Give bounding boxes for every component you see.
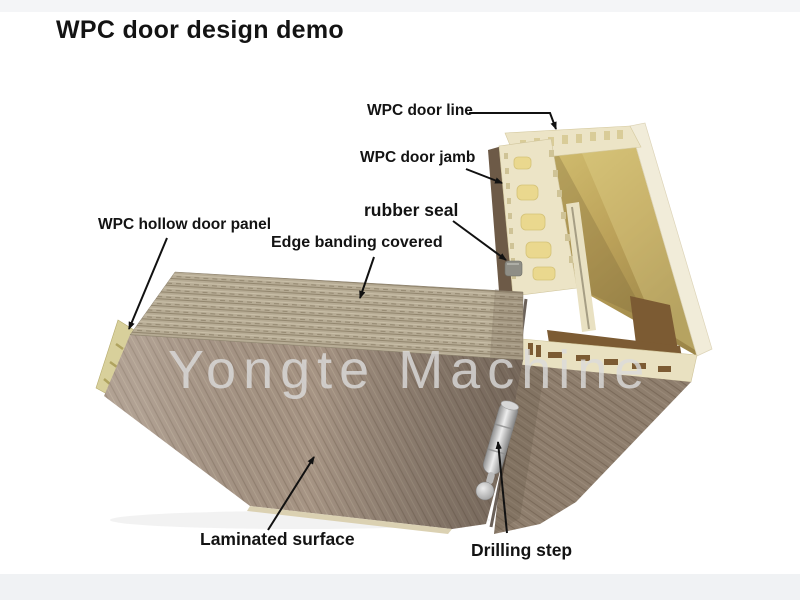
- label-wpc-hollow-door-panel: WPC hollow door panel: [98, 216, 272, 233]
- label-rubber-seal: rubber seal: [364, 200, 459, 220]
- watermark-text: Yongte Machine: [168, 340, 651, 400]
- door-panel: [95, 271, 524, 534]
- frame-outer-wood-shadow: [494, 364, 545, 534]
- label-laminated-surface: Laminated surface: [200, 529, 355, 549]
- label-wpc-door-jamb: WPC door jamb: [360, 149, 476, 166]
- leader-drilling-step: [495, 441, 508, 534]
- door-bottom-edge-band: [247, 506, 452, 534]
- door-top-right-shade: [490, 289, 523, 360]
- leader-laminated-surface: [267, 456, 315, 531]
- leader-hollow-panel: [128, 237, 168, 330]
- door-laminated-face-shading: [104, 335, 523, 529]
- hinge-top-cap: [500, 400, 519, 411]
- label-edge-banding-covered: Edge banding covered: [271, 234, 443, 251]
- frame-outer-wood-face: [494, 364, 691, 534]
- leader-lines: [128, 112, 557, 534]
- leader-edge-banding: [359, 256, 375, 299]
- hinge-pin-stem: [486, 472, 495, 485]
- seal-groove-line: [571, 206, 590, 330]
- hinge: [475, 400, 519, 501]
- hinge-drill-knob: [475, 481, 495, 501]
- top-margin-band: [0, 0, 800, 12]
- leader-rubber-seal: [452, 220, 507, 261]
- label-drilling-step: Drilling step: [471, 540, 573, 560]
- frame-cavity-block: [630, 296, 678, 350]
- leader-wpc-door-line: [469, 112, 557, 130]
- door-core-chamber-marks: [103, 342, 124, 385]
- frame-inner-face: [551, 127, 697, 356]
- frame-bottom-holes: [528, 343, 671, 372]
- jamb-chambers: [513, 156, 556, 281]
- frame-inner-face-highlight: [575, 127, 695, 350]
- label-wpc-door-line: WPC door line: [367, 102, 473, 119]
- hinge-knuckle-grooves: [487, 423, 514, 455]
- bottom-margin-band: [0, 574, 800, 600]
- door-frame-assembly: [488, 122, 713, 534]
- frame-right-edge: [629, 122, 713, 357]
- leader-wpc-door-jamb: [465, 168, 503, 184]
- page-title: WPC door design demo: [56, 16, 344, 44]
